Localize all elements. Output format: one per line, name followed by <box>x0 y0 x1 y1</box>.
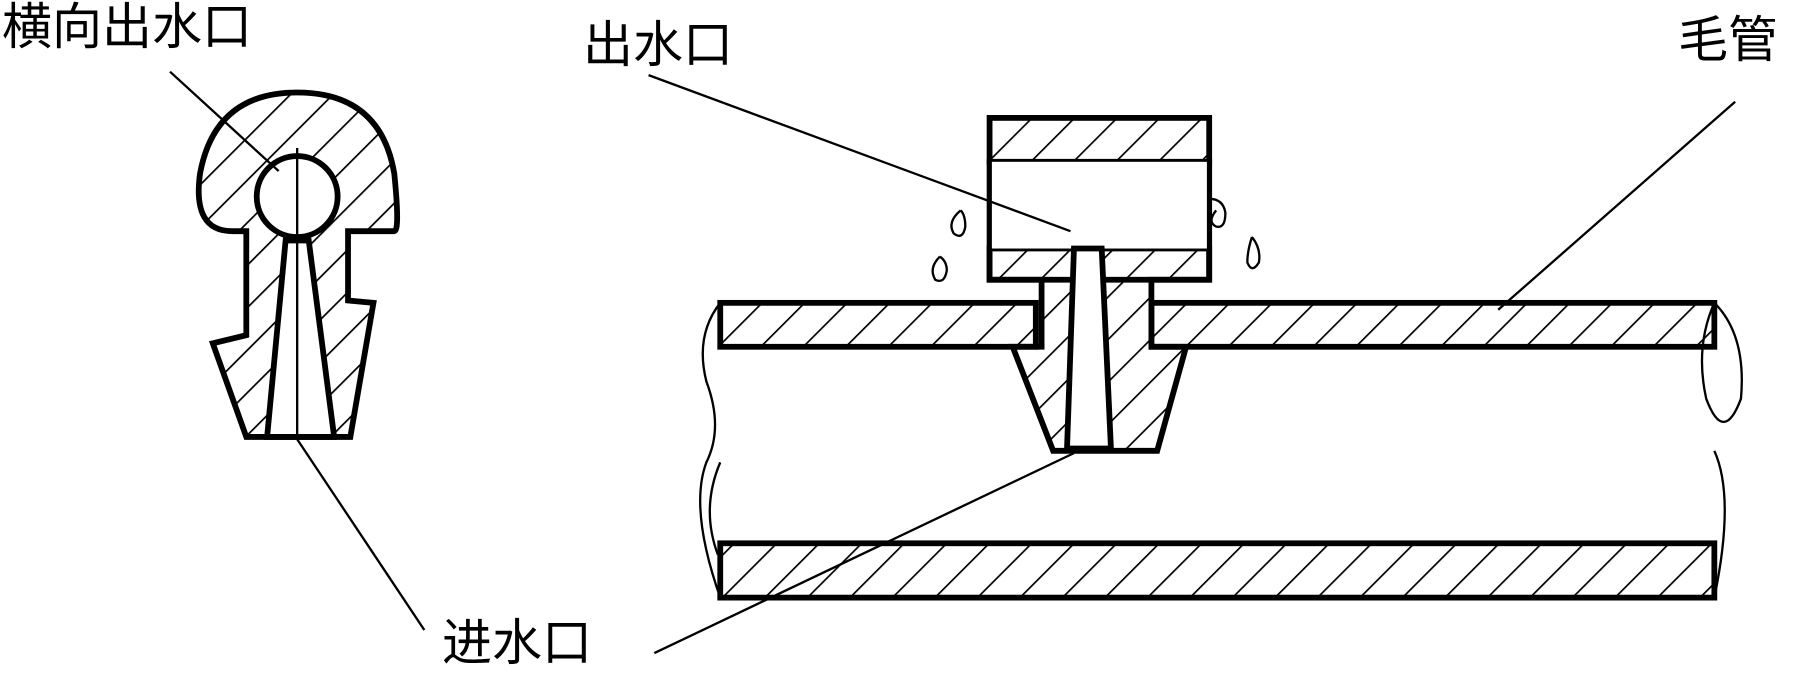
label-inlet: 进水口 <box>442 614 592 672</box>
emitter-installed <box>986 115 1213 454</box>
water-drop-icons <box>931 197 1261 283</box>
emitter-cross-section <box>195 89 401 440</box>
label-capillary-tube: 毛管 <box>1678 11 1778 69</box>
leader-inlet-left <box>296 438 426 631</box>
label-outlet: 出水口 <box>583 16 733 74</box>
leader-outlet <box>648 74 1071 233</box>
capillary-tube <box>699 299 1743 601</box>
label-lateral-outlet: 横向出水口 <box>2 0 252 56</box>
leader-capillary <box>1497 100 1736 311</box>
leader-inlet-right <box>653 452 1075 655</box>
leader-lateral-outlet <box>169 70 280 172</box>
